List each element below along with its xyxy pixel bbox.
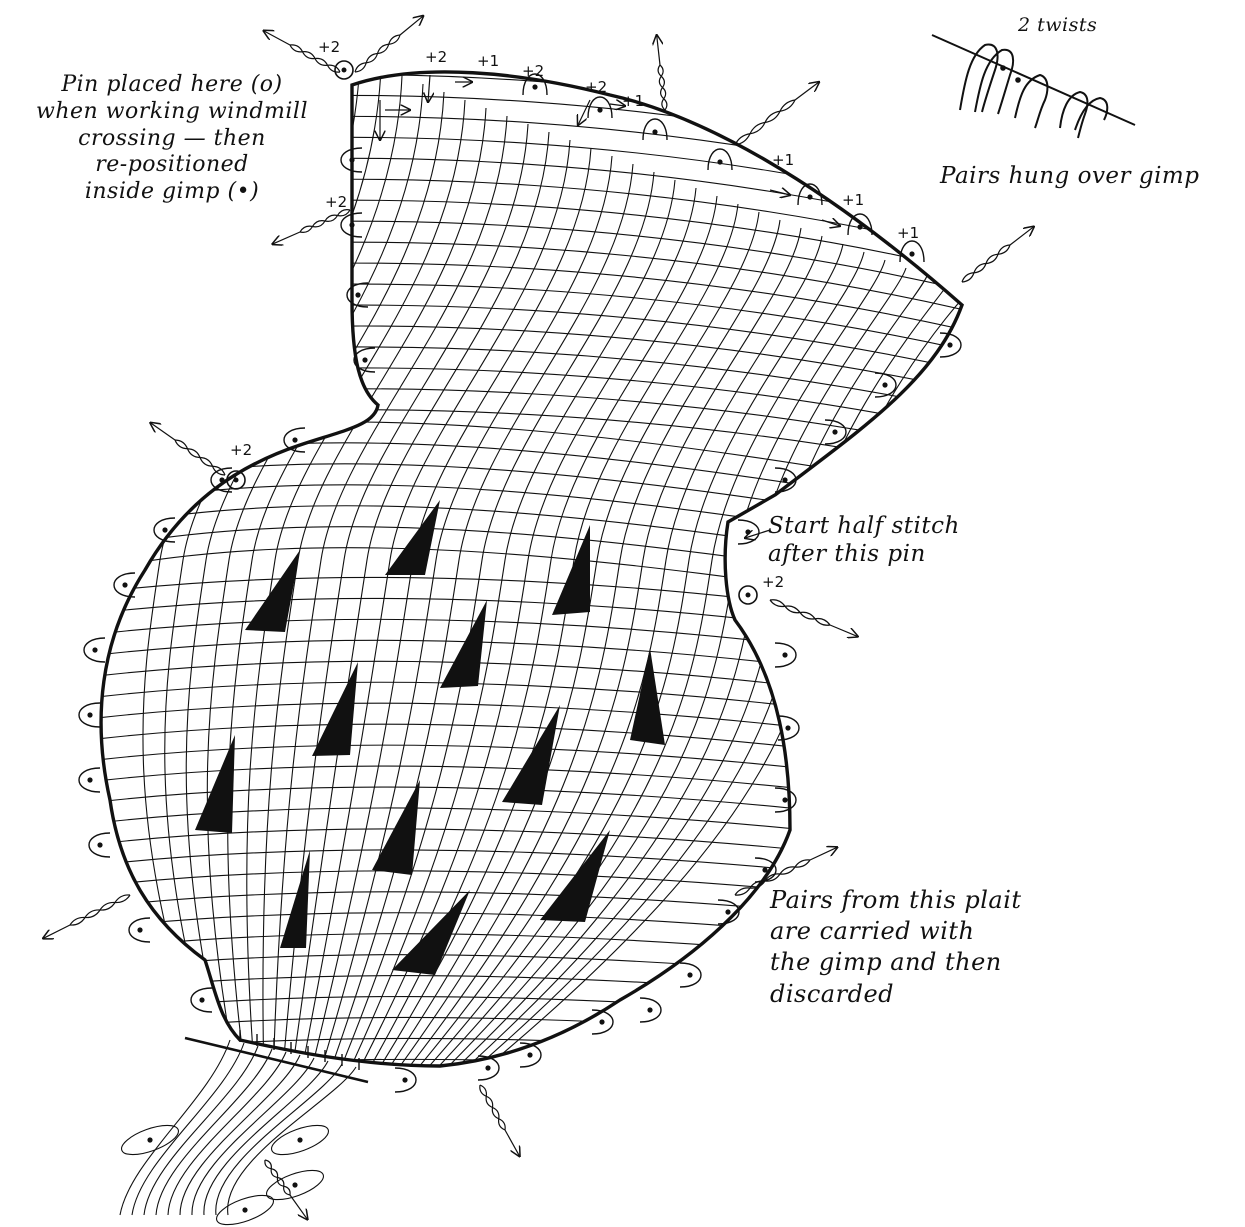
triangle-mark: [385, 500, 440, 575]
pin-dot: [599, 1019, 604, 1024]
pin-dot: [687, 972, 692, 977]
windmill-pin-dot: [234, 478, 239, 483]
pin-dot: [532, 84, 537, 89]
horizontal-thread: [80, 389, 1000, 457]
pin-dot: [87, 777, 92, 782]
pin-dot: [745, 529, 750, 534]
tail-pin-dot: [147, 1137, 152, 1142]
pairs-hung-label: Pairs hung over gimp: [940, 162, 1199, 190]
pin-dot: [402, 1077, 407, 1082]
pin-dot: [909, 251, 914, 256]
pin-dot: [485, 1065, 490, 1070]
horizontal-thread: [80, 200, 1000, 279]
plait: [770, 600, 858, 637]
plait: [43, 895, 130, 938]
pin-dot: [137, 927, 142, 932]
plait: [735, 82, 819, 145]
triangle-mark: [392, 890, 470, 975]
windmill-pin-dot: [342, 68, 347, 73]
plait: [150, 423, 225, 475]
tail-thread: [156, 1049, 272, 1215]
vertical-thread: [318, 156, 612, 1080]
pin-dot: [199, 997, 204, 1002]
horizontal-thread: [80, 305, 1000, 378]
pin-dot: [782, 652, 787, 657]
vertical-thread: [291, 132, 549, 1080]
plus-two-mark: +2: [425, 48, 447, 66]
two-twists-inset: [932, 35, 1135, 138]
pin-dot: [647, 1007, 652, 1012]
plus-two-mark: +2: [230, 441, 252, 459]
vertical-thread: [354, 188, 696, 1080]
plus-two-mark: +2: [318, 38, 340, 56]
tail-thread: [144, 1046, 258, 1215]
plus-two-mark: +2: [762, 573, 784, 591]
pin-dot: [785, 725, 790, 730]
pin-dot: [725, 909, 730, 914]
horizontal-thread: [80, 829, 1000, 873]
horizontal-thread: [80, 284, 1000, 358]
pin-dot: [527, 1052, 532, 1057]
vertical-thread: [228, 92, 444, 1080]
triangle-mark: [245, 550, 300, 632]
triangle-mark: [630, 648, 665, 745]
tail-thread: [180, 1055, 300, 1215]
horizontal-thread: [80, 1059, 1000, 1090]
horizontal-thread: [80, 347, 1000, 417]
plus-two-mark: +2: [522, 62, 544, 80]
plus-one-mark: +1: [477, 52, 499, 70]
pin-dot: [97, 842, 102, 847]
pin-dot: [782, 797, 787, 802]
plait-discard-note: Pairs from this plait are carried with t…: [770, 885, 1022, 1010]
pin-dot: [832, 429, 837, 434]
plait: [962, 227, 1034, 282]
plait: [355, 16, 423, 72]
plus-two-mark: +2: [585, 78, 607, 96]
plus-one-mark: +1: [897, 224, 919, 242]
triangle-mark: [372, 780, 420, 875]
vertical-thread: [143, 60, 360, 1080]
pin-dot: [87, 712, 92, 717]
half-stitch-note: Start half stitch after this pin: [768, 512, 960, 568]
plait: [273, 210, 350, 244]
tail-pin-dot: [242, 1207, 247, 1212]
plait: [480, 1085, 520, 1156]
pin-dot: [882, 382, 887, 387]
pin-dot: [92, 647, 97, 652]
plus-one-mark: +1: [842, 191, 864, 209]
two-twists-label: 2 twists: [1018, 14, 1097, 37]
pin-dot: [362, 357, 367, 362]
tail-pin-dot: [292, 1182, 297, 1187]
horizontal-thread: [80, 263, 1000, 338]
pin-dot: [122, 582, 127, 587]
pin-dot: [292, 437, 297, 442]
horizontal-thread: [80, 242, 1000, 318]
pin-dot: [947, 342, 952, 347]
vertical-thread: [282, 124, 528, 1080]
plus-one-mark: +1: [622, 92, 644, 110]
pin-dot: [355, 292, 360, 297]
triangle-mark: [440, 600, 487, 688]
windmill-pin-dot: [746, 593, 751, 598]
windmill-fill-triangles: [195, 500, 665, 975]
vertical-thread: [207, 84, 423, 1080]
tail-thread: [228, 1067, 356, 1215]
plait: [265, 1160, 308, 1219]
horizontal-thread: [80, 443, 1000, 517]
triangle-mark: [502, 705, 560, 805]
plait: [657, 35, 667, 110]
pin-placement-note: Pin placed here (o) when working windmil…: [12, 72, 332, 206]
triangle-mark: [312, 662, 358, 756]
tail-thread: [204, 1061, 328, 1215]
bottom-thread-tails: [118, 1030, 359, 1227]
pin-dot: [807, 194, 812, 199]
pin-dot: [162, 527, 167, 532]
tail-pin-dot: [297, 1137, 302, 1142]
plus-one-mark: +1: [772, 151, 794, 169]
